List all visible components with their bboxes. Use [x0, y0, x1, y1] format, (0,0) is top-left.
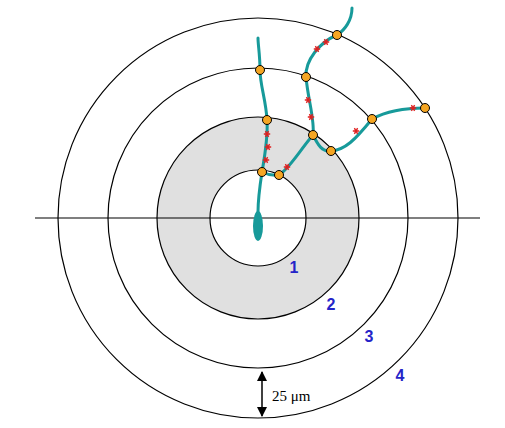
- dendrite: [313, 108, 425, 151]
- soma: [253, 211, 263, 241]
- shell-number: 2: [327, 297, 336, 313]
- intersection-dot: [263, 116, 272, 125]
- intersection-dot: [333, 31, 342, 40]
- shell-number: 4: [396, 368, 405, 384]
- intersection-dot: [275, 171, 284, 180]
- asterisk-mark: [264, 131, 270, 137]
- asterisk-mark: [284, 164, 290, 170]
- intersection-dot: [368, 115, 377, 124]
- dimension-label: 25 μm: [270, 388, 312, 405]
- intersection-dot: [327, 147, 336, 156]
- asterisk-mark: [265, 144, 271, 150]
- asterisk-mark: [263, 157, 269, 163]
- asterisk-mark: [308, 114, 314, 120]
- asterisk-mark: [305, 97, 311, 103]
- shell-number: 1: [290, 260, 299, 276]
- intersection-dot: [256, 66, 265, 75]
- asterisk-mark: [314, 46, 320, 52]
- shell-number: 3: [365, 329, 374, 345]
- intersection-dot: [421, 104, 430, 113]
- dendrite: [258, 38, 267, 212]
- intersection-dot: [302, 73, 311, 82]
- asterisk-mark: [323, 39, 329, 45]
- asterisk-mark: [410, 105, 416, 111]
- intersection-dot: [258, 168, 267, 177]
- intersection-dot: [309, 131, 318, 140]
- asterisk-mark: [353, 128, 359, 134]
- dimension-arrow: [261, 372, 263, 416]
